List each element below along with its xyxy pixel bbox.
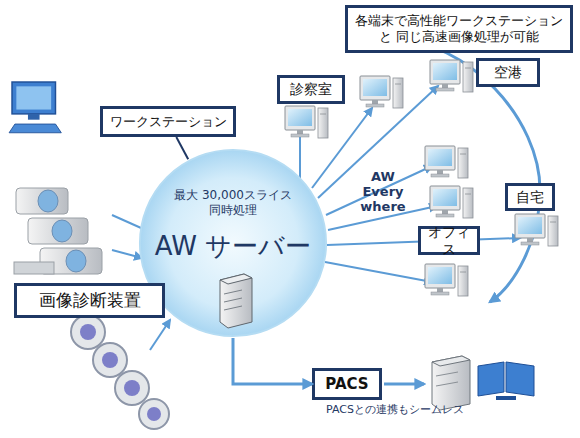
label-box: ワークステーション [100,106,236,137]
server-circle: 最大 30,000スライス 同時処理 AW サーバー [138,148,328,338]
label-box: 診察室 [277,75,345,104]
server-name: AW サーバー [138,230,328,263]
pacs-server-icon [432,356,470,410]
pacs-arrow [384,383,424,386]
range-arc [388,38,540,302]
leader-line [176,137,188,159]
box-text: 自宅 [516,189,544,206]
box-text: ワークステーション [110,114,227,130]
capacity-note: 最大 30,000スライス 同時処理 [173,188,293,218]
label-box: 空港 [476,58,540,87]
note-text: PACSとの連携もシームレス [300,404,490,417]
viewer-monitors [478,362,534,400]
label-box: 各端末で高性能ワークステーションと 同じ高速画像処理が可能 [345,5,573,53]
box-text: 画像診断装置 [39,290,141,310]
label-box: PACS [312,368,382,400]
box-text: 診察室 [290,81,332,98]
box-text: PACS [325,375,368,393]
box-text: 空港 [494,64,522,81]
label-box: 画像診断装置 [14,283,165,318]
service-label: AW Every where [355,170,411,215]
distribution-arrows [300,86,520,282]
aw-server-icon [220,274,252,328]
workstation-icon [9,82,61,133]
flow-arrow [233,338,312,384]
terminal-icons [285,60,558,296]
label-box: オフィス [418,226,480,255]
label-box: 自宅 [505,183,555,211]
box-text: 各端末で高性能ワークステーションと 同じ高速画像処理が可能 [351,13,567,44]
box-text: オフィス [424,224,474,258]
